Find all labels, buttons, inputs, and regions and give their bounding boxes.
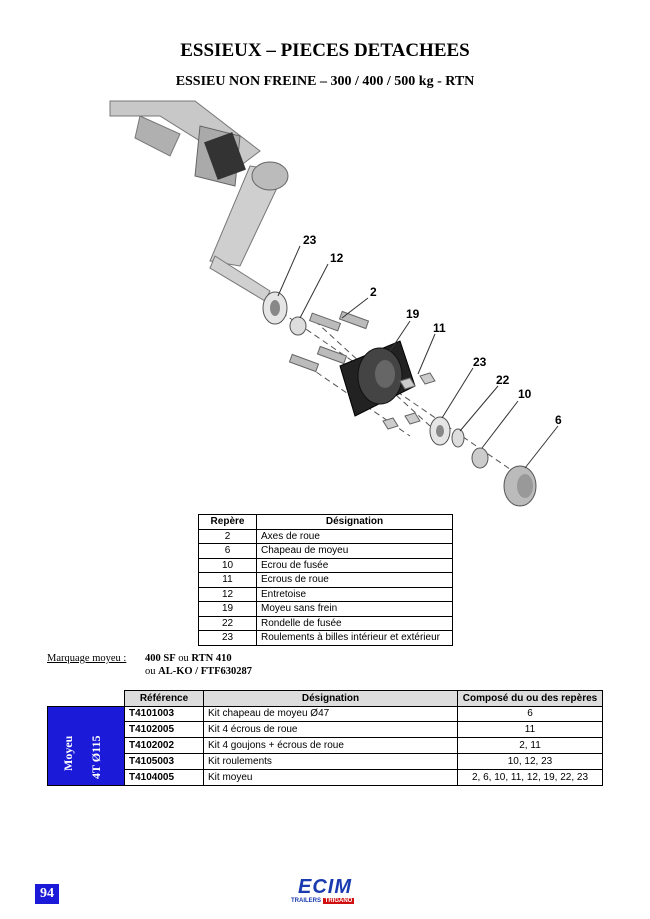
callout-22: 22 xyxy=(496,373,510,387)
designation-cell: Kit moyeu xyxy=(203,768,458,786)
designation-cell: Chapeau de moyeu xyxy=(256,543,453,559)
reference-cell: T4101003 xyxy=(124,705,204,723)
column-header: Désignation xyxy=(203,690,458,707)
marking-connector: ou xyxy=(175,653,192,664)
table-header-row: Repère Désignation xyxy=(198,514,453,530)
composition-cell: 2, 6, 10, 11, 12, 19, 22, 23 xyxy=(457,768,603,786)
designation-cell: Rondelle de fusée xyxy=(256,615,453,631)
logo-wordmark: ECIM xyxy=(298,876,352,898)
callout-19: 19 xyxy=(406,307,420,321)
marking-line-2: ou AL-KO / FTF630287 xyxy=(145,665,252,678)
designation-cell: Kit 4 goujons + écrous de roue xyxy=(203,737,458,754)
page-subtitle: ESSIEU NON FREINE – 300 / 400 / 500 kg -… xyxy=(175,74,475,89)
callout-11: 11 xyxy=(433,321,446,335)
table-row: T4102005 Kit 4 écrous de roue 11 xyxy=(48,721,603,739)
callout-23-outer: 23 xyxy=(473,355,487,369)
callout-2: 2 xyxy=(370,285,377,299)
hub-side-label: Moyeu 4T Ø115 xyxy=(47,705,125,786)
column-header: Désignation xyxy=(256,514,453,530)
callout-23-inner: 23 xyxy=(303,233,317,247)
designation-cell: Axes de roue xyxy=(256,528,453,544)
composition-cell: 10, 12, 23 xyxy=(457,752,603,770)
table-row: T4105003 Kit roulements 10, 12, 23 xyxy=(48,752,603,770)
repere-cell: 11 xyxy=(198,572,257,588)
designation-cell: Entretoise xyxy=(256,586,453,602)
logo-tagline-text: TRAILERS xyxy=(291,898,323,904)
ecim-logo: ECIM TRAILERS TRIGANO xyxy=(285,876,375,908)
logo-tagline: TRAILERS TRIGANO xyxy=(291,898,355,904)
column-header: Composé du ou des repères xyxy=(457,690,603,707)
column-header: Repère xyxy=(198,514,257,530)
designation-cell: Ecrous de roue xyxy=(256,572,453,588)
table-row: Moyeu 4T Ø115 T4101003 Kit chapeau de mo… xyxy=(47,705,603,786)
composition-cell: 6 xyxy=(457,705,603,723)
reference-cell: T4102005 xyxy=(124,721,204,739)
kits-table: Référence Désignation Composé du ou des … xyxy=(47,690,603,786)
callout-12: 12 xyxy=(330,251,344,265)
designation-cell: Roulements à billes intérieur et extérie… xyxy=(256,630,453,646)
table-row: T4104005 Kit moyeu 2, 6, 10, 11, 12, 19,… xyxy=(48,768,603,786)
repere-cell: 12 xyxy=(198,586,257,602)
repere-cell: 23 xyxy=(198,630,257,646)
repere-cell: 2 xyxy=(198,528,257,544)
callout-6: 6 xyxy=(555,413,562,427)
callout-10: 10 xyxy=(518,387,532,401)
designation-cell: Ecrou de fusée xyxy=(256,557,453,573)
marking-connector: ou xyxy=(145,666,159,677)
reference-cell: T4102002 xyxy=(124,737,204,754)
reference-cell: T4105003 xyxy=(124,752,204,770)
marking-value: AL-KO / FTF630287 xyxy=(158,666,253,677)
marking-line-1: 400 SF ou RTN 410 xyxy=(145,652,232,665)
repere-cell: 19 xyxy=(198,601,257,617)
composition-cell: 2, 11 xyxy=(457,737,603,754)
reference-cell: T4104005 xyxy=(124,768,204,786)
marking-value: 400 SF xyxy=(145,653,176,664)
page-title: ESSIEUX – PIECES DETACHEES xyxy=(180,40,470,61)
repere-cell: 10 xyxy=(198,557,257,573)
column-header: Référence xyxy=(124,690,204,707)
designation-cell: Kit 4 écrous de roue xyxy=(203,721,458,739)
side-label-line-2: 4T Ø115 xyxy=(89,735,103,779)
table-row: T4102002 Kit 4 goujons + écrous de roue … xyxy=(48,737,603,754)
repere-cell: 22 xyxy=(198,615,257,631)
logo-tagline-badge: TRIGANO xyxy=(322,898,355,904)
designation-cell: Moyeu sans frein xyxy=(256,601,453,617)
page-number: 94 xyxy=(35,884,59,904)
composition-cell: 11 xyxy=(457,721,603,739)
designation-cell: Kit chapeau de moyeu Ø47 xyxy=(203,705,458,723)
marking-value: RTN 410 xyxy=(191,653,232,664)
exploded-axle-diagram: 23 12 2 19 11 23 22 10 6 xyxy=(109,100,562,507)
blank-header xyxy=(47,690,125,706)
side-label-line-1: Moyeu xyxy=(61,735,75,771)
marking-label: Marquage moyeu : xyxy=(47,653,127,664)
table-header-row: Référence Désignation Composé du ou des … xyxy=(47,690,603,707)
repere-cell: 6 xyxy=(198,543,257,559)
designation-cell: Kit roulements xyxy=(203,752,458,770)
